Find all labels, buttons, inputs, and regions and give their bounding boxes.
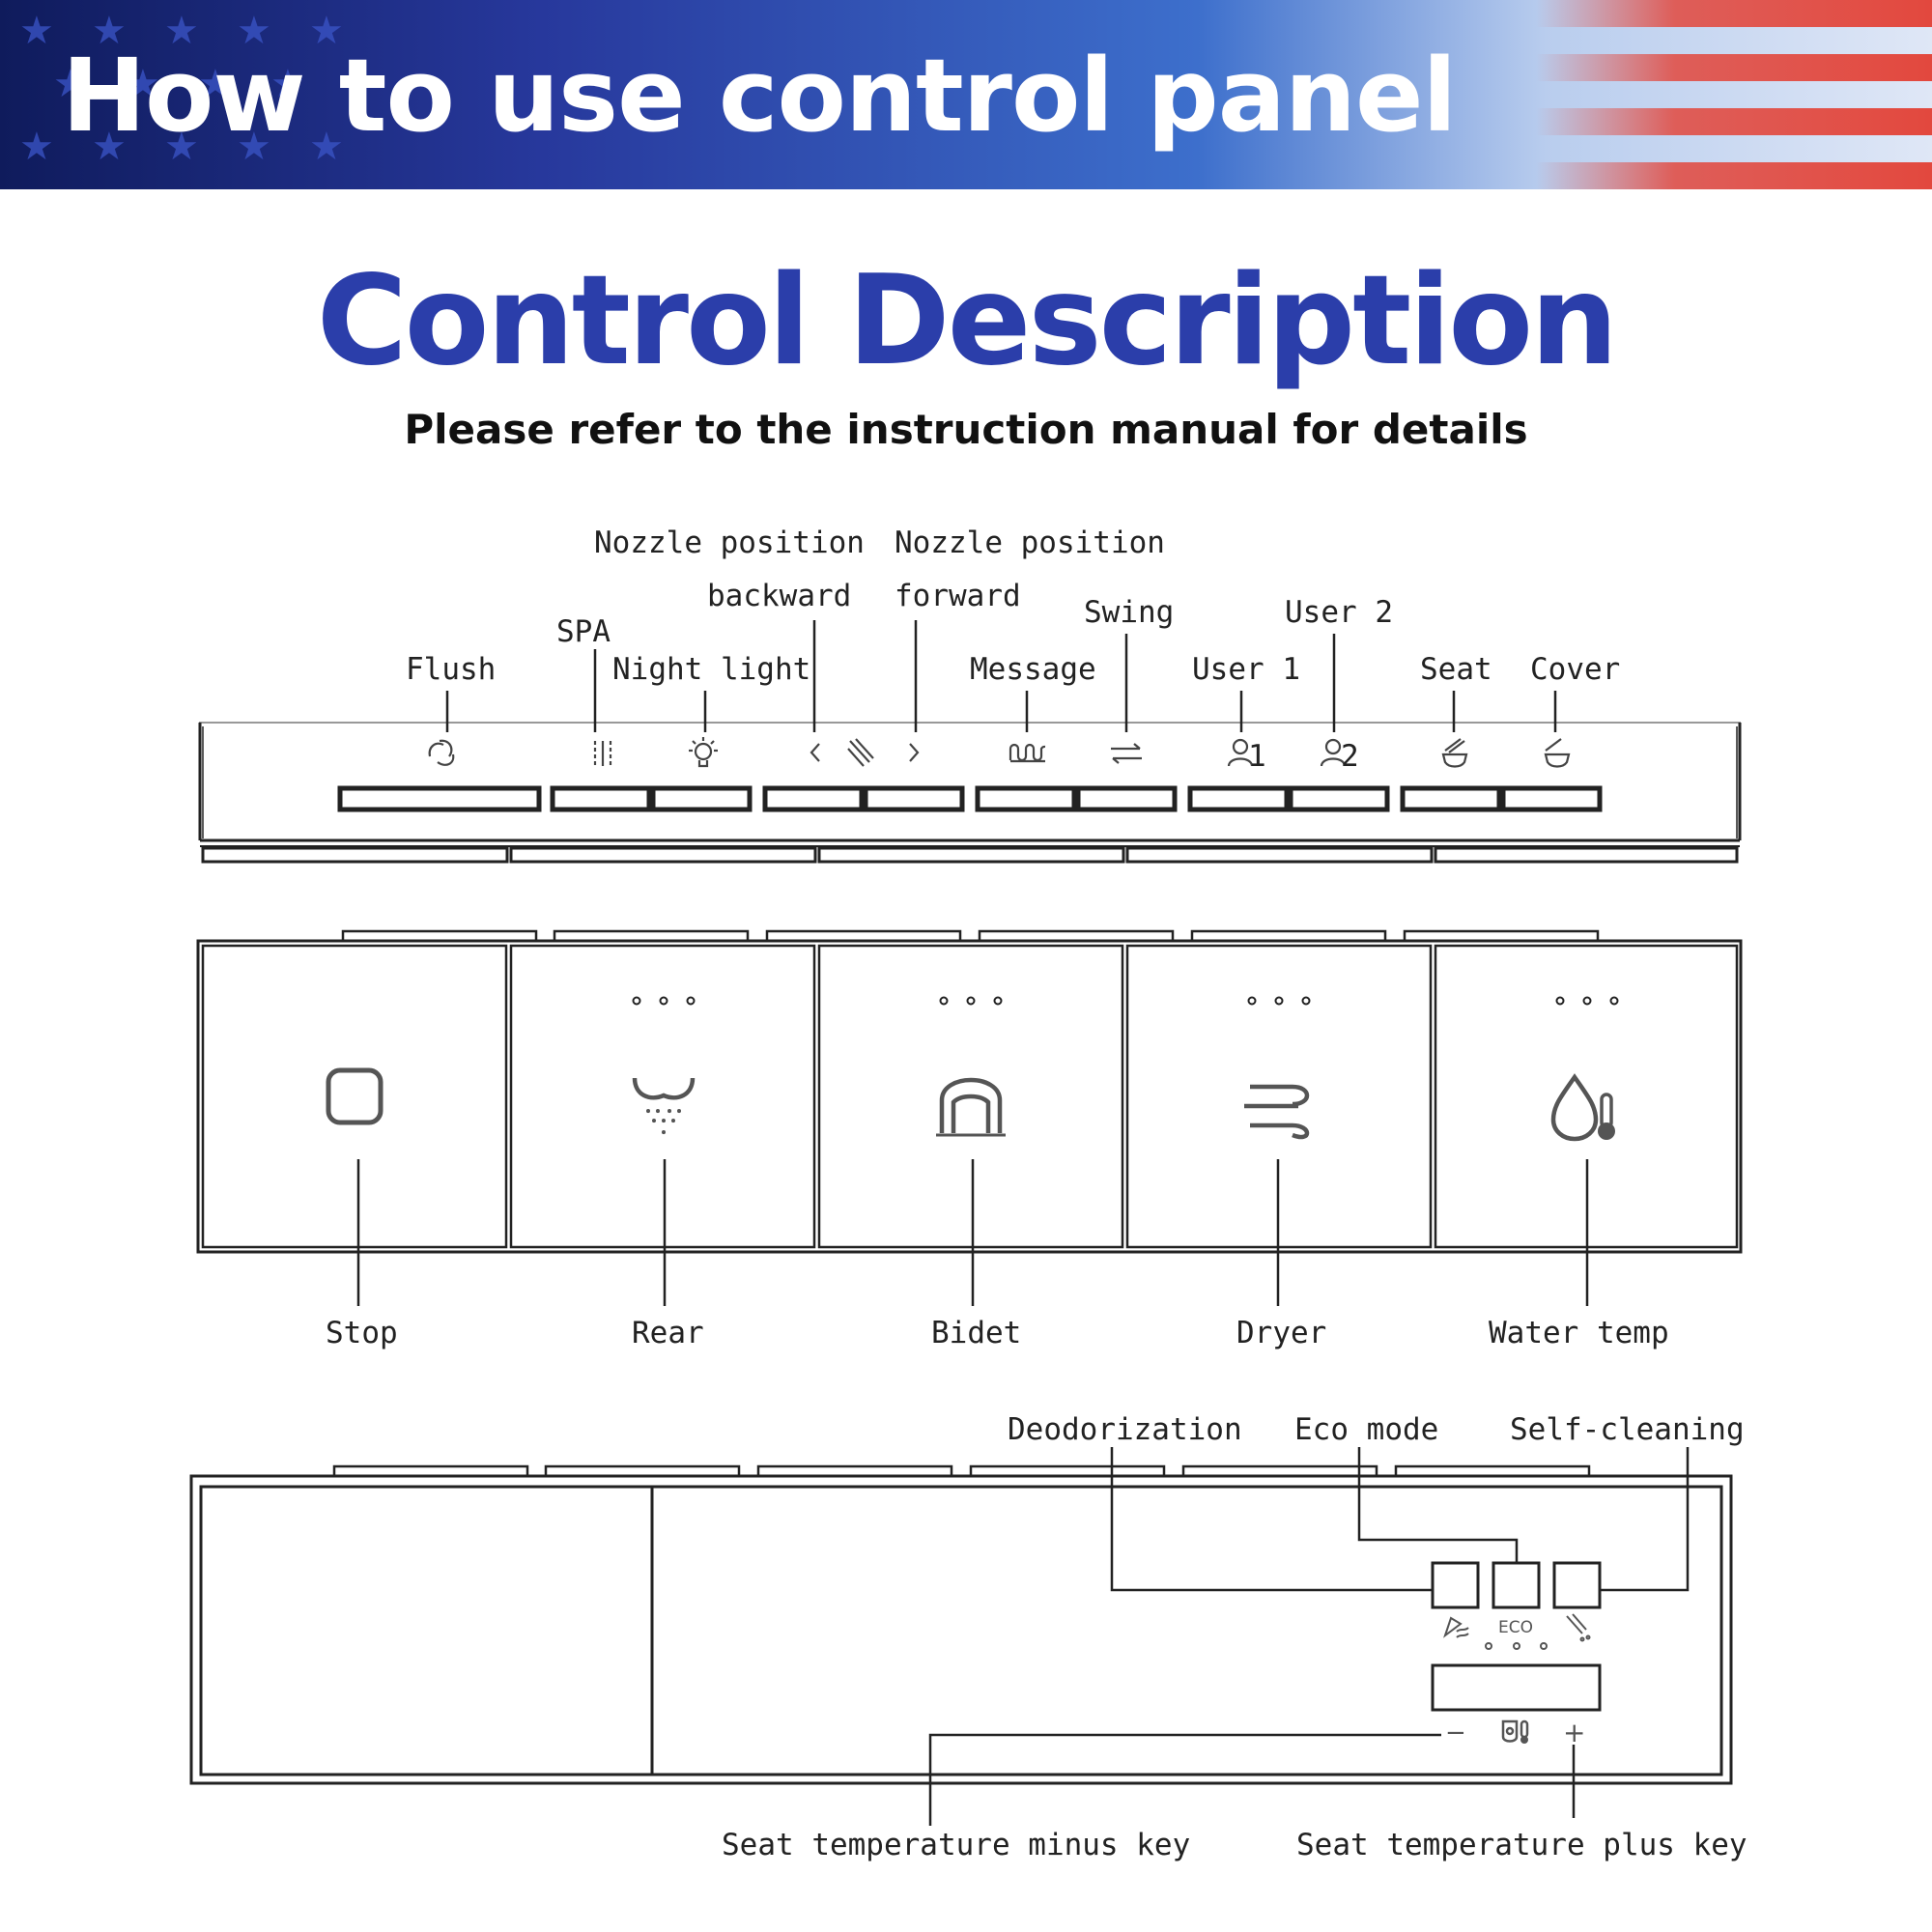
- label-rear: Rear: [632, 1316, 704, 1350]
- seat-temp-plus-key[interactable]: +: [1563, 1717, 1585, 1748]
- stop-button[interactable]: [201, 944, 508, 1249]
- rear-button[interactable]: [509, 944, 816, 1249]
- svg-text:1: 1: [1248, 739, 1266, 774]
- label-water-temp: Water temp: [1489, 1316, 1669, 1350]
- nozzle-icon: [847, 738, 874, 767]
- page-subtitle: Please refer to the instruction manual f…: [404, 406, 1528, 453]
- bidet-icon: [936, 1077, 1006, 1137]
- label-dryer: Dryer: [1236, 1316, 1326, 1350]
- label-eco-mode: Eco mode: [1294, 1412, 1438, 1447]
- user-1-key[interactable]: [1187, 785, 1290, 812]
- svg-text:★: ★: [309, 9, 344, 53]
- seat-temp-minus-key[interactable]: −: [1445, 1719, 1466, 1747]
- middle-panel: [196, 929, 1743, 1306]
- label-nozzle-forward-line2: forward: [895, 579, 1021, 613]
- svg-text:★: ★: [309, 125, 344, 169]
- label-nozzle-backward-line1: Nozzle position: [594, 526, 865, 560]
- svg-text:★: ★: [164, 9, 199, 53]
- rear-icon: [632, 1077, 696, 1135]
- cover-key[interactable]: [1500, 785, 1603, 812]
- swing-icon: [1111, 743, 1142, 764]
- label-seat: Seat: [1420, 652, 1492, 687]
- eco-key-text: ECO: [1498, 1618, 1533, 1637]
- stop-icon: [326, 1067, 384, 1125]
- user-2-icon: 2: [1320, 738, 1359, 774]
- label-cover: Cover: [1530, 652, 1620, 687]
- svg-text:★: ★: [237, 125, 271, 169]
- nozzle-backward-key[interactable]: [762, 785, 865, 812]
- top-panel: 1 2: [198, 620, 1742, 864]
- nozzle-forward-key[interactable]: [863, 785, 965, 812]
- deodorization-icon: [1443, 1616, 1469, 1638]
- middle-panel-labels: Stop Rear Bidet Dryer Water temp: [326, 1316, 1669, 1350]
- level-indicator-dots: [632, 996, 1619, 1006]
- chevron-right-icon: [909, 743, 920, 762]
- self-cleaning-icon: [1566, 1613, 1591, 1642]
- label-swing: Swing: [1084, 595, 1174, 630]
- svg-text:★: ★: [270, 62, 305, 106]
- svg-text:★: ★: [198, 62, 233, 106]
- swing-key[interactable]: [1075, 785, 1178, 812]
- bottom-panel-labels: Deodorization Eco mode Self-cleaning ECO…: [722, 1412, 1747, 1862]
- label-nozzle-forward-line1: Nozzle position: [895, 526, 1165, 560]
- label-user-1: User 1: [1192, 652, 1300, 687]
- chevron-left-icon: [810, 743, 820, 762]
- eco-mode-key[interactable]: [1492, 1561, 1541, 1609]
- deodorization-key[interactable]: [1431, 1561, 1480, 1609]
- seat-temp-icon: [1501, 1719, 1529, 1744]
- flag-stripes: [1536, 0, 1932, 189]
- flush-icon: [428, 739, 455, 766]
- night-light-key[interactable]: [650, 785, 753, 812]
- massage-icon: [1009, 743, 1046, 763]
- flush-key[interactable]: [337, 785, 542, 812]
- seat-temperature-bar: [1431, 1663, 1602, 1712]
- svg-text:★: ★: [92, 9, 127, 53]
- self-cleaning-key[interactable]: [1552, 1561, 1602, 1609]
- star-pattern: ★★★★★ ★★★★ ★★★★★: [19, 9, 344, 169]
- seat-icon: [1441, 738, 1468, 768]
- night-light-icon: [689, 737, 718, 768]
- svg-text:★: ★: [19, 9, 54, 53]
- page-title: Control Description: [316, 249, 1619, 393]
- top-panel-labels: Flush SPA Night light Nozzle position ba…: [406, 526, 1620, 687]
- svg-text:★: ★: [19, 125, 54, 169]
- bidet-button[interactable]: [817, 944, 1124, 1249]
- user-1-icon: 1: [1227, 738, 1266, 774]
- svg-text:★: ★: [164, 125, 199, 169]
- water-temp-icon: [1550, 1073, 1615, 1142]
- label-message: Message: [970, 652, 1096, 687]
- label-spa: SPA: [556, 614, 611, 649]
- svg-text:2: 2: [1341, 739, 1359, 774]
- label-deodorization: Deodorization: [1008, 1412, 1242, 1447]
- header-banner: ★★★★★ ★★★★ ★★★★★: [0, 0, 1932, 189]
- label-flush: Flush: [406, 652, 496, 687]
- label-user-2: User 2: [1285, 595, 1393, 630]
- banner-title: How to use control panel: [62, 37, 1457, 155]
- seat-key[interactable]: [1400, 785, 1502, 812]
- message-key[interactable]: [975, 785, 1077, 812]
- dryer-icon: [1244, 1084, 1310, 1140]
- user-2-key[interactable]: [1288, 785, 1390, 812]
- bottom-panel: [189, 1447, 1733, 1826]
- cover-icon: [1544, 738, 1571, 768]
- spa-key[interactable]: [550, 785, 652, 812]
- label-stop: Stop: [326, 1316, 398, 1350]
- label-bidet: Bidet: [931, 1316, 1021, 1350]
- svg-text:★: ★: [237, 9, 271, 53]
- label-nozzle-backward-line2: backward: [707, 579, 851, 613]
- spa-icon: [593, 741, 612, 766]
- svg-text:★: ★: [92, 125, 127, 169]
- label-seat-temp-plus: Seat temperature plus key: [1296, 1828, 1747, 1862]
- svg-text:★: ★: [126, 62, 160, 106]
- svg-text:★: ★: [53, 62, 88, 106]
- label-seat-temp-minus: Seat temperature minus key: [722, 1828, 1190, 1862]
- label-self-cleaning: Self-cleaning: [1510, 1412, 1745, 1447]
- label-night-light: Night light: [612, 652, 810, 687]
